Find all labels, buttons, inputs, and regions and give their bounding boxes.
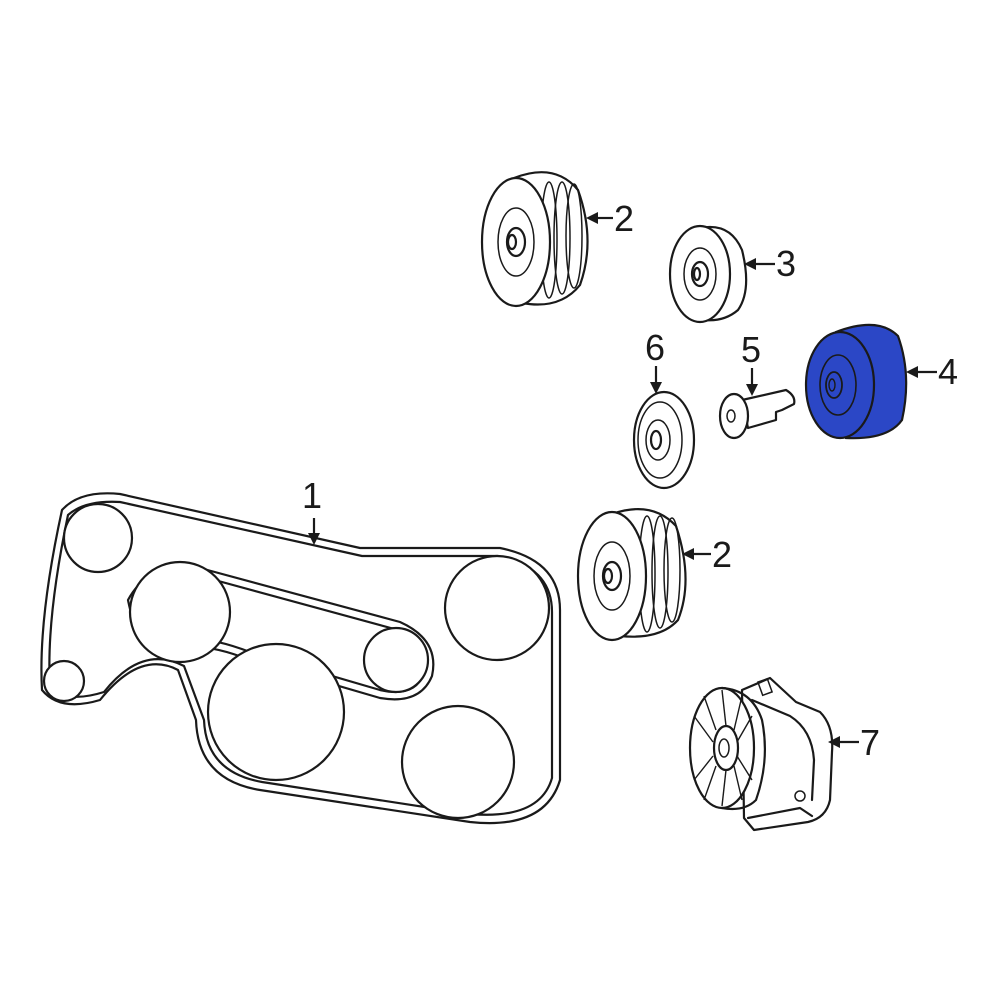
- callout-3-arrowhead: [744, 258, 756, 270]
- callout-6[interactable]: 6: [645, 327, 665, 394]
- callout-1[interactable]: 1: [302, 475, 322, 545]
- callout-2-upper-label: 2: [614, 198, 634, 239]
- cover-inner: [637, 401, 683, 479]
- tensioner-spokes: [693, 689, 753, 807]
- callout-2-lower[interactable]: 2: [682, 534, 732, 575]
- tensioner-mount-hole: [794, 790, 806, 802]
- idler-lower-groove-2: [651, 515, 669, 629]
- idler-pulley-lower[interactable]: [576, 508, 687, 642]
- serpentine-belt-diagram[interactable]: [40, 492, 562, 825]
- callout-7[interactable]: 7: [828, 722, 880, 763]
- callout-1-label: 1: [302, 475, 322, 516]
- tensioner-bore: [718, 738, 730, 758]
- callout-2-upper[interactable]: 2: [586, 198, 634, 239]
- callout-7-arrowhead: [828, 736, 840, 748]
- tensioner-housing: [740, 676, 834, 832]
- idler-lower-bore: [602, 567, 614, 585]
- callout-4-arrowhead: [906, 366, 918, 378]
- cover-center: [649, 429, 663, 451]
- bolt-head-center: [726, 409, 736, 423]
- callout-5-label: 5: [741, 329, 761, 370]
- callout-2-upper-arrowhead: [586, 212, 598, 224]
- cover-ring: [645, 419, 671, 461]
- idler-highlighted-ring: [819, 354, 857, 416]
- bolt-head: [718, 392, 750, 440]
- callout-7-label: 7: [860, 722, 880, 763]
- pulley-bottom-left: [42, 659, 86, 703]
- callout-4[interactable]: 4: [906, 351, 958, 392]
- tensioner-pulley-edge: [720, 686, 766, 811]
- idler-small-ring: [683, 247, 717, 301]
- tensioner-hub: [712, 724, 740, 772]
- callout-6-label: 6: [645, 327, 665, 368]
- tensioner-base: [746, 806, 814, 820]
- idler-pulley-highlighted[interactable]: [804, 323, 908, 440]
- callout-5[interactable]: 5: [741, 329, 761, 396]
- pulley-crank: [206, 642, 346, 782]
- idler-pulley-upper[interactable]: [480, 171, 589, 308]
- callout-3[interactable]: 3: [744, 243, 796, 284]
- idler-pulley-small[interactable]: [668, 224, 748, 324]
- idler-highlighted-bore: [828, 378, 836, 392]
- pulley-top-left: [62, 502, 134, 574]
- pulley-right-lower: [400, 704, 516, 820]
- bolt-shank: [740, 388, 796, 430]
- idler-upper-groove-3: [565, 183, 583, 289]
- callout-3-label: 3: [776, 243, 796, 284]
- pulley-center-left: [128, 560, 232, 664]
- callout-6-arrowhead: [650, 382, 662, 394]
- idler-small-bore: [692, 266, 702, 282]
- callout-5-arrowhead: [746, 384, 758, 396]
- cover-outer: [632, 390, 696, 490]
- pulley-tensioner: [362, 626, 430, 694]
- callout-1-arrowhead: [308, 533, 320, 545]
- idler-upper-groove-2: [553, 181, 571, 295]
- idler-upper-ring: [497, 207, 535, 277]
- belt-outer-outline: [40, 492, 562, 825]
- tensioner-stop: [756, 677, 774, 697]
- dust-cover[interactable]: [632, 390, 696, 490]
- idler-lower-groove-3: [663, 517, 681, 623]
- mounting-bolt[interactable]: [718, 388, 796, 440]
- idler-upper-bore: [506, 233, 518, 251]
- belt-tensioner-assembly[interactable]: [688, 676, 834, 832]
- tensioner-arm: [750, 698, 816, 802]
- idler-lower-ring: [593, 541, 631, 611]
- callout-4-label: 4: [938, 351, 958, 392]
- callout-2-lower-label: 2: [712, 534, 732, 575]
- pulley-right-upper: [443, 554, 551, 662]
- callout-2-lower-arrowhead: [682, 548, 694, 560]
